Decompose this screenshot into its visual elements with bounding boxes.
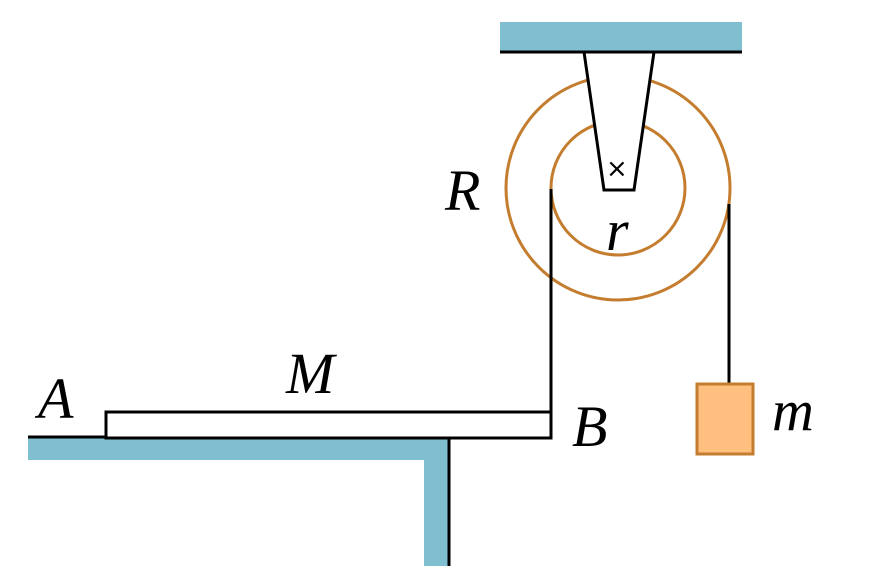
axle-icon: ×: [606, 154, 628, 184]
hanging-block: [695, 382, 755, 456]
label-end-a: A: [38, 366, 74, 431]
table-leg: [424, 438, 450, 566]
label-big-radius: R: [445, 158, 481, 223]
table-top: [28, 438, 450, 460]
label-small-radius: r: [606, 198, 629, 263]
label-hanging-mass: m: [772, 378, 814, 443]
plank: [104, 410, 553, 440]
label-end-b: B: [572, 394, 608, 459]
label-plank-mass: M: [286, 341, 335, 406]
ceiling-surface: [500, 22, 742, 52]
pulley-bracket: [582, 50, 656, 192]
